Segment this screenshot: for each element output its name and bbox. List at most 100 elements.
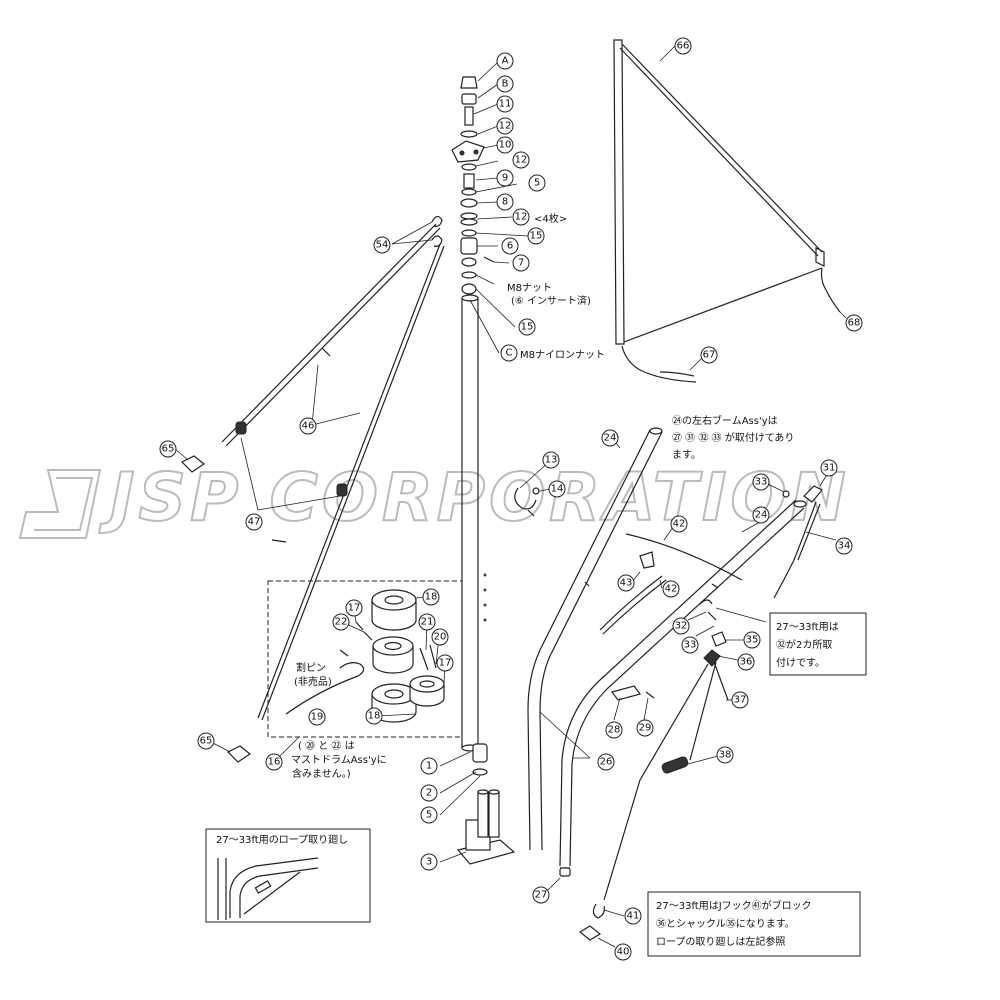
- svg-text:3: 3: [426, 857, 432, 868]
- svg-text:12: 12: [499, 121, 512, 132]
- bushing-part: [463, 173, 475, 189]
- svg-text:41: 41: [627, 911, 640, 922]
- jhook-note-line3: ロープの取り廻しは左記参照: [656, 935, 785, 948]
- callout-26: 26: [597, 753, 615, 771]
- boom-note-line3: ます。: [672, 449, 701, 461]
- callout-32: 32: [672, 617, 690, 635]
- callout-65: 65: [197, 732, 215, 750]
- svg-text:40: 40: [617, 947, 630, 958]
- split-pin-label: 割ピン: [296, 661, 326, 674]
- boom-fittings: [514, 485, 823, 941]
- callout-43: 43: [617, 574, 635, 592]
- callout-40: 40: [614, 943, 632, 961]
- callout-33: 33: [681, 636, 699, 654]
- rope-routing-title: 27〜33ft用のロープ取り廻し: [216, 834, 348, 846]
- mast-tube: [461, 298, 479, 748]
- boom-assembly: [527, 427, 807, 877]
- callout-A: A: [496, 52, 514, 70]
- watermark-text: JSP CORPORATION: [99, 459, 850, 536]
- callout-46: 46: [299, 417, 317, 435]
- callout-31: 31: [820, 459, 838, 477]
- jhook-note-line1: 27〜33ft用はJフック㊶がブロック: [656, 899, 812, 912]
- svg-text:8: 8: [502, 197, 508, 208]
- drum-note-line3: 含みません。): [292, 767, 351, 780]
- callout-27: 27: [532, 886, 550, 904]
- svg-text:16: 16: [268, 757, 281, 768]
- callout-47: 47: [245, 513, 263, 531]
- rope-routing-box: [205, 828, 371, 923]
- callout-29: 29: [636, 719, 654, 737]
- callout-2: 2: [420, 784, 438, 802]
- rod-connector-part: [336, 483, 348, 497]
- ft-note-box: [769, 612, 867, 676]
- callout-24: 24: [601, 429, 619, 447]
- svg-text:B: B: [502, 79, 509, 90]
- callout-9: 9: [496, 169, 514, 187]
- washer-part: [460, 130, 478, 138]
- callout-42: 42: [670, 515, 688, 533]
- washer-part: [461, 163, 477, 171]
- m8-nut-label: M8ナット: [507, 282, 552, 294]
- svg-text:28: 28: [608, 725, 621, 736]
- svg-text:C: C: [506, 348, 513, 359]
- callout-22: 22: [332, 613, 350, 631]
- callout-20: 20: [431, 628, 449, 646]
- svg-text:22: 22: [335, 617, 348, 628]
- svg-text:A: A: [502, 56, 509, 67]
- svg-text:67: 67: [703, 350, 716, 361]
- callout-B: B: [496, 75, 514, 93]
- svg-text:34: 34: [838, 541, 851, 552]
- svg-text:66: 66: [677, 41, 690, 52]
- callout-67: 67: [700, 346, 718, 364]
- bolt-part: [464, 106, 474, 126]
- not-for-sale-label: (非売品): [294, 675, 332, 688]
- callout-11: 11: [496, 95, 514, 113]
- callout-66: 66: [674, 37, 692, 55]
- jhook-note-line2: ㊱とシャックル㉟になります。: [656, 918, 795, 930]
- svg-text:24: 24: [604, 433, 617, 444]
- callout-16: 16: [265, 753, 283, 771]
- callout-24: 24: [752, 506, 770, 524]
- svg-text:2: 2: [426, 788, 432, 799]
- svg-text:12: 12: [515, 155, 528, 166]
- mast-head-plate-part: [451, 140, 485, 163]
- callout-8: 8: [496, 193, 514, 211]
- svg-text:9: 9: [502, 173, 508, 184]
- callout-68: 68: [845, 314, 863, 332]
- insert-part: [460, 237, 478, 255]
- callout-5: 5: [528, 174, 546, 192]
- nut-part: [461, 93, 477, 105]
- svg-text:12: 12: [515, 212, 528, 223]
- svg-text:42: 42: [665, 584, 678, 595]
- callout-41: 41: [624, 907, 642, 925]
- mast-drum-parts: [285, 589, 445, 723]
- ft-note-line2: ㉜が2カ所取: [776, 638, 832, 651]
- rod-connector-part: [235, 421, 247, 435]
- svg-text:33: 33: [684, 640, 697, 651]
- callout-C: C: [500, 344, 518, 362]
- cap-nut-part: [460, 76, 478, 89]
- svg-text:27: 27: [535, 890, 548, 901]
- callout-3: 3: [420, 853, 438, 871]
- boom-note-line1: ㉔の左右ブームAss'yは: [672, 414, 778, 427]
- ft-note-line3: 付けです。: [776, 656, 825, 669]
- svg-text:11: 11: [499, 99, 512, 110]
- svg-text:19: 19: [311, 712, 324, 723]
- callout-6: 6: [501, 237, 519, 255]
- mast-step-part: [472, 743, 488, 763]
- callout-28: 28: [605, 721, 623, 739]
- svg-text:13: 13: [545, 455, 558, 466]
- svg-text:32: 32: [675, 621, 688, 632]
- callout-38: 38: [716, 746, 734, 764]
- drum-note-line2: マストドラムAss'yに: [291, 754, 387, 766]
- mast-drum-detail-box: [267, 580, 463, 738]
- callout-21: 21: [418, 613, 436, 631]
- callout-54: 54: [373, 236, 391, 254]
- callout-19: 19: [308, 708, 326, 726]
- svg-text:1: 1: [426, 761, 432, 772]
- svg-text:68: 68: [848, 318, 861, 329]
- callout-34: 34: [835, 537, 853, 555]
- jhook-note-box: [647, 891, 861, 957]
- callout-17: 17: [345, 599, 363, 617]
